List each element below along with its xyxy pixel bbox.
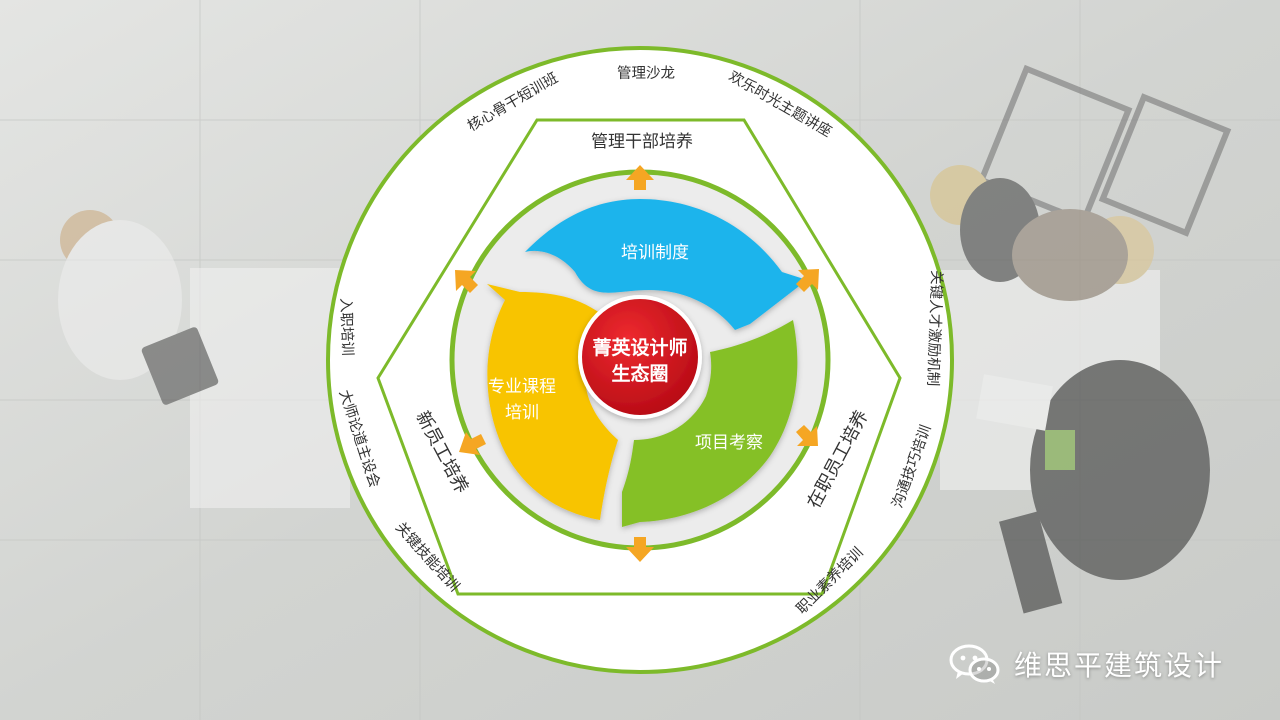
blade-label-top: 培训制度 — [621, 243, 689, 262]
arrow-lower-right — [796, 425, 818, 446]
arrow-lower-left — [459, 432, 486, 455]
meeting-scene-photo — [58, 64, 1232, 614]
blade-label-right: 项目考察 — [695, 433, 763, 452]
watermark-brand: 维思平建筑设计 — [1014, 649, 1225, 682]
blade-label-left-line1: 专业课程 — [488, 377, 556, 396]
arrow-upper-left — [455, 270, 478, 293]
ring-label-left-upper: 入职培训 — [337, 298, 356, 357]
blade-blue — [525, 199, 807, 330]
direction-arrows — [455, 165, 819, 562]
center-circle — [578, 295, 702, 419]
pentagon-label-top: 管理干部培养 — [591, 132, 693, 151]
blade-label-left-line2: 培训 — [505, 403, 539, 422]
center-label-line2: 生态圈 — [611, 362, 668, 385]
center-label-line1: 菁英设计师 — [592, 336, 687, 359]
arrow-upper-right — [796, 269, 819, 292]
blade-green — [622, 320, 798, 527]
watermark: 维思平建筑设计 — [948, 640, 1224, 688]
ring-label-right-upper: 关键人才激励机制 — [924, 270, 945, 387]
ring-label-top: 管理沙龙 — [617, 65, 675, 82]
arrow-down — [626, 537, 654, 562]
wechat-icon — [949, 644, 1000, 684]
arrow-up — [626, 165, 654, 190]
